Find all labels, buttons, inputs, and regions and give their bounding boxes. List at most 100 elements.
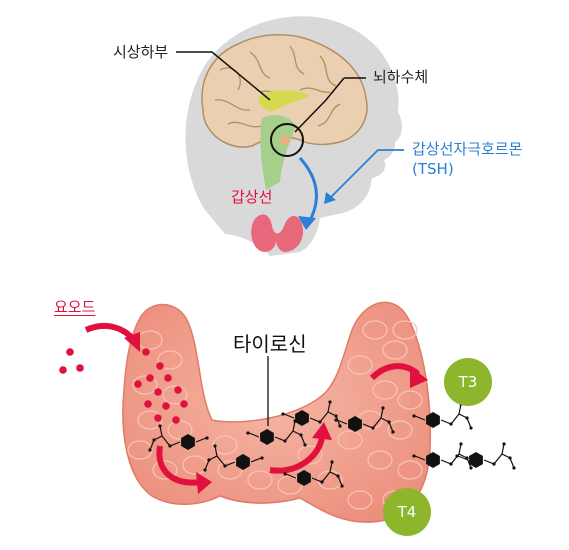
atom xyxy=(508,456,512,460)
lobule xyxy=(127,440,153,460)
iodine-dot xyxy=(174,386,182,394)
atom xyxy=(340,484,344,488)
lobule xyxy=(372,380,398,400)
atom xyxy=(371,426,375,430)
t4-label: T4 xyxy=(397,503,417,521)
iodine-dot xyxy=(164,374,172,382)
bond xyxy=(414,415,426,421)
side-chain xyxy=(311,461,343,487)
benzene-ring xyxy=(181,434,195,450)
atom xyxy=(412,454,416,458)
bond xyxy=(250,457,262,463)
bond xyxy=(285,473,297,479)
iodine-dot xyxy=(76,364,84,372)
benzene-ring xyxy=(260,429,274,445)
benzene-ring xyxy=(348,416,362,432)
lobule xyxy=(152,460,178,480)
hypothalamus-region xyxy=(258,90,310,111)
benzene-ring xyxy=(426,412,440,428)
atom xyxy=(330,460,334,464)
molecule xyxy=(283,460,344,488)
atom xyxy=(328,400,332,404)
lobule xyxy=(157,350,183,370)
molecule xyxy=(412,442,473,470)
atom xyxy=(223,464,227,468)
atom xyxy=(148,448,152,452)
atom xyxy=(381,406,385,410)
molecule xyxy=(334,406,395,434)
atom xyxy=(469,466,473,470)
molecule xyxy=(455,442,516,470)
side-chain xyxy=(362,407,394,433)
bond xyxy=(414,455,426,461)
t4-badge: T4 xyxy=(383,488,431,536)
lobule xyxy=(347,355,373,375)
atom xyxy=(299,433,303,437)
t3-badge: T3 xyxy=(444,358,492,406)
lobule xyxy=(387,420,413,440)
iodine-dot xyxy=(156,362,164,370)
tsh-down-arrowhead xyxy=(298,216,316,230)
iodine-dot xyxy=(146,374,154,382)
atom xyxy=(465,416,469,420)
flow-arrow-3-head xyxy=(410,366,428,388)
atom xyxy=(459,442,463,446)
iodine-dot xyxy=(154,388,162,396)
atom xyxy=(449,462,453,466)
atom xyxy=(334,418,338,422)
lobule xyxy=(212,435,238,455)
bond xyxy=(457,455,469,461)
benzene-ring xyxy=(469,452,483,468)
iodine-dot xyxy=(66,348,74,356)
atom xyxy=(512,466,516,470)
pituitary-highlight xyxy=(270,123,304,157)
lobule xyxy=(362,320,388,340)
atom xyxy=(320,480,324,484)
benzene-ring xyxy=(297,470,311,486)
benzene-ring xyxy=(295,410,309,426)
tsh-label-line2: (TSH) xyxy=(412,160,454,178)
lobule xyxy=(162,385,188,405)
lobule xyxy=(392,320,418,340)
bond xyxy=(248,432,260,438)
lobule xyxy=(397,390,423,410)
bond xyxy=(336,419,348,425)
atom xyxy=(152,438,156,442)
atom xyxy=(283,439,287,443)
tsh-down-arrow xyxy=(298,156,318,225)
atom xyxy=(455,454,459,458)
benzene-ring xyxy=(426,452,440,468)
molecule xyxy=(148,424,209,452)
hypothalamus-label: 시상하부 xyxy=(113,43,169,61)
atom xyxy=(260,456,264,460)
tsh-label-line1: 갑상선자극호르몬 xyxy=(412,140,523,158)
t3-label: T3 xyxy=(458,373,478,391)
iodine-dot xyxy=(162,402,170,410)
atom xyxy=(412,414,416,418)
atom xyxy=(502,442,506,446)
bond xyxy=(195,437,207,443)
side-chain xyxy=(149,425,181,451)
tyrosine-molecules xyxy=(148,400,516,488)
bond xyxy=(283,413,295,419)
lobule xyxy=(132,375,158,395)
flow-arrow-1 xyxy=(156,445,203,486)
atom xyxy=(492,462,496,466)
lobule xyxy=(337,430,363,450)
atom xyxy=(336,474,340,478)
lobule xyxy=(137,410,163,430)
tsh-leader-arrowhead xyxy=(324,192,336,204)
tsh-leader-arrow xyxy=(329,149,404,199)
side-chain xyxy=(204,445,236,471)
molecule xyxy=(246,419,307,447)
atom xyxy=(213,444,217,448)
iodine-particles xyxy=(59,348,188,424)
atom xyxy=(334,414,338,418)
molecule xyxy=(203,444,264,472)
thyroid-lobules xyxy=(127,320,423,510)
lobule xyxy=(167,420,193,440)
side-chain xyxy=(274,420,306,446)
flow-arrow-1-head xyxy=(196,472,212,494)
